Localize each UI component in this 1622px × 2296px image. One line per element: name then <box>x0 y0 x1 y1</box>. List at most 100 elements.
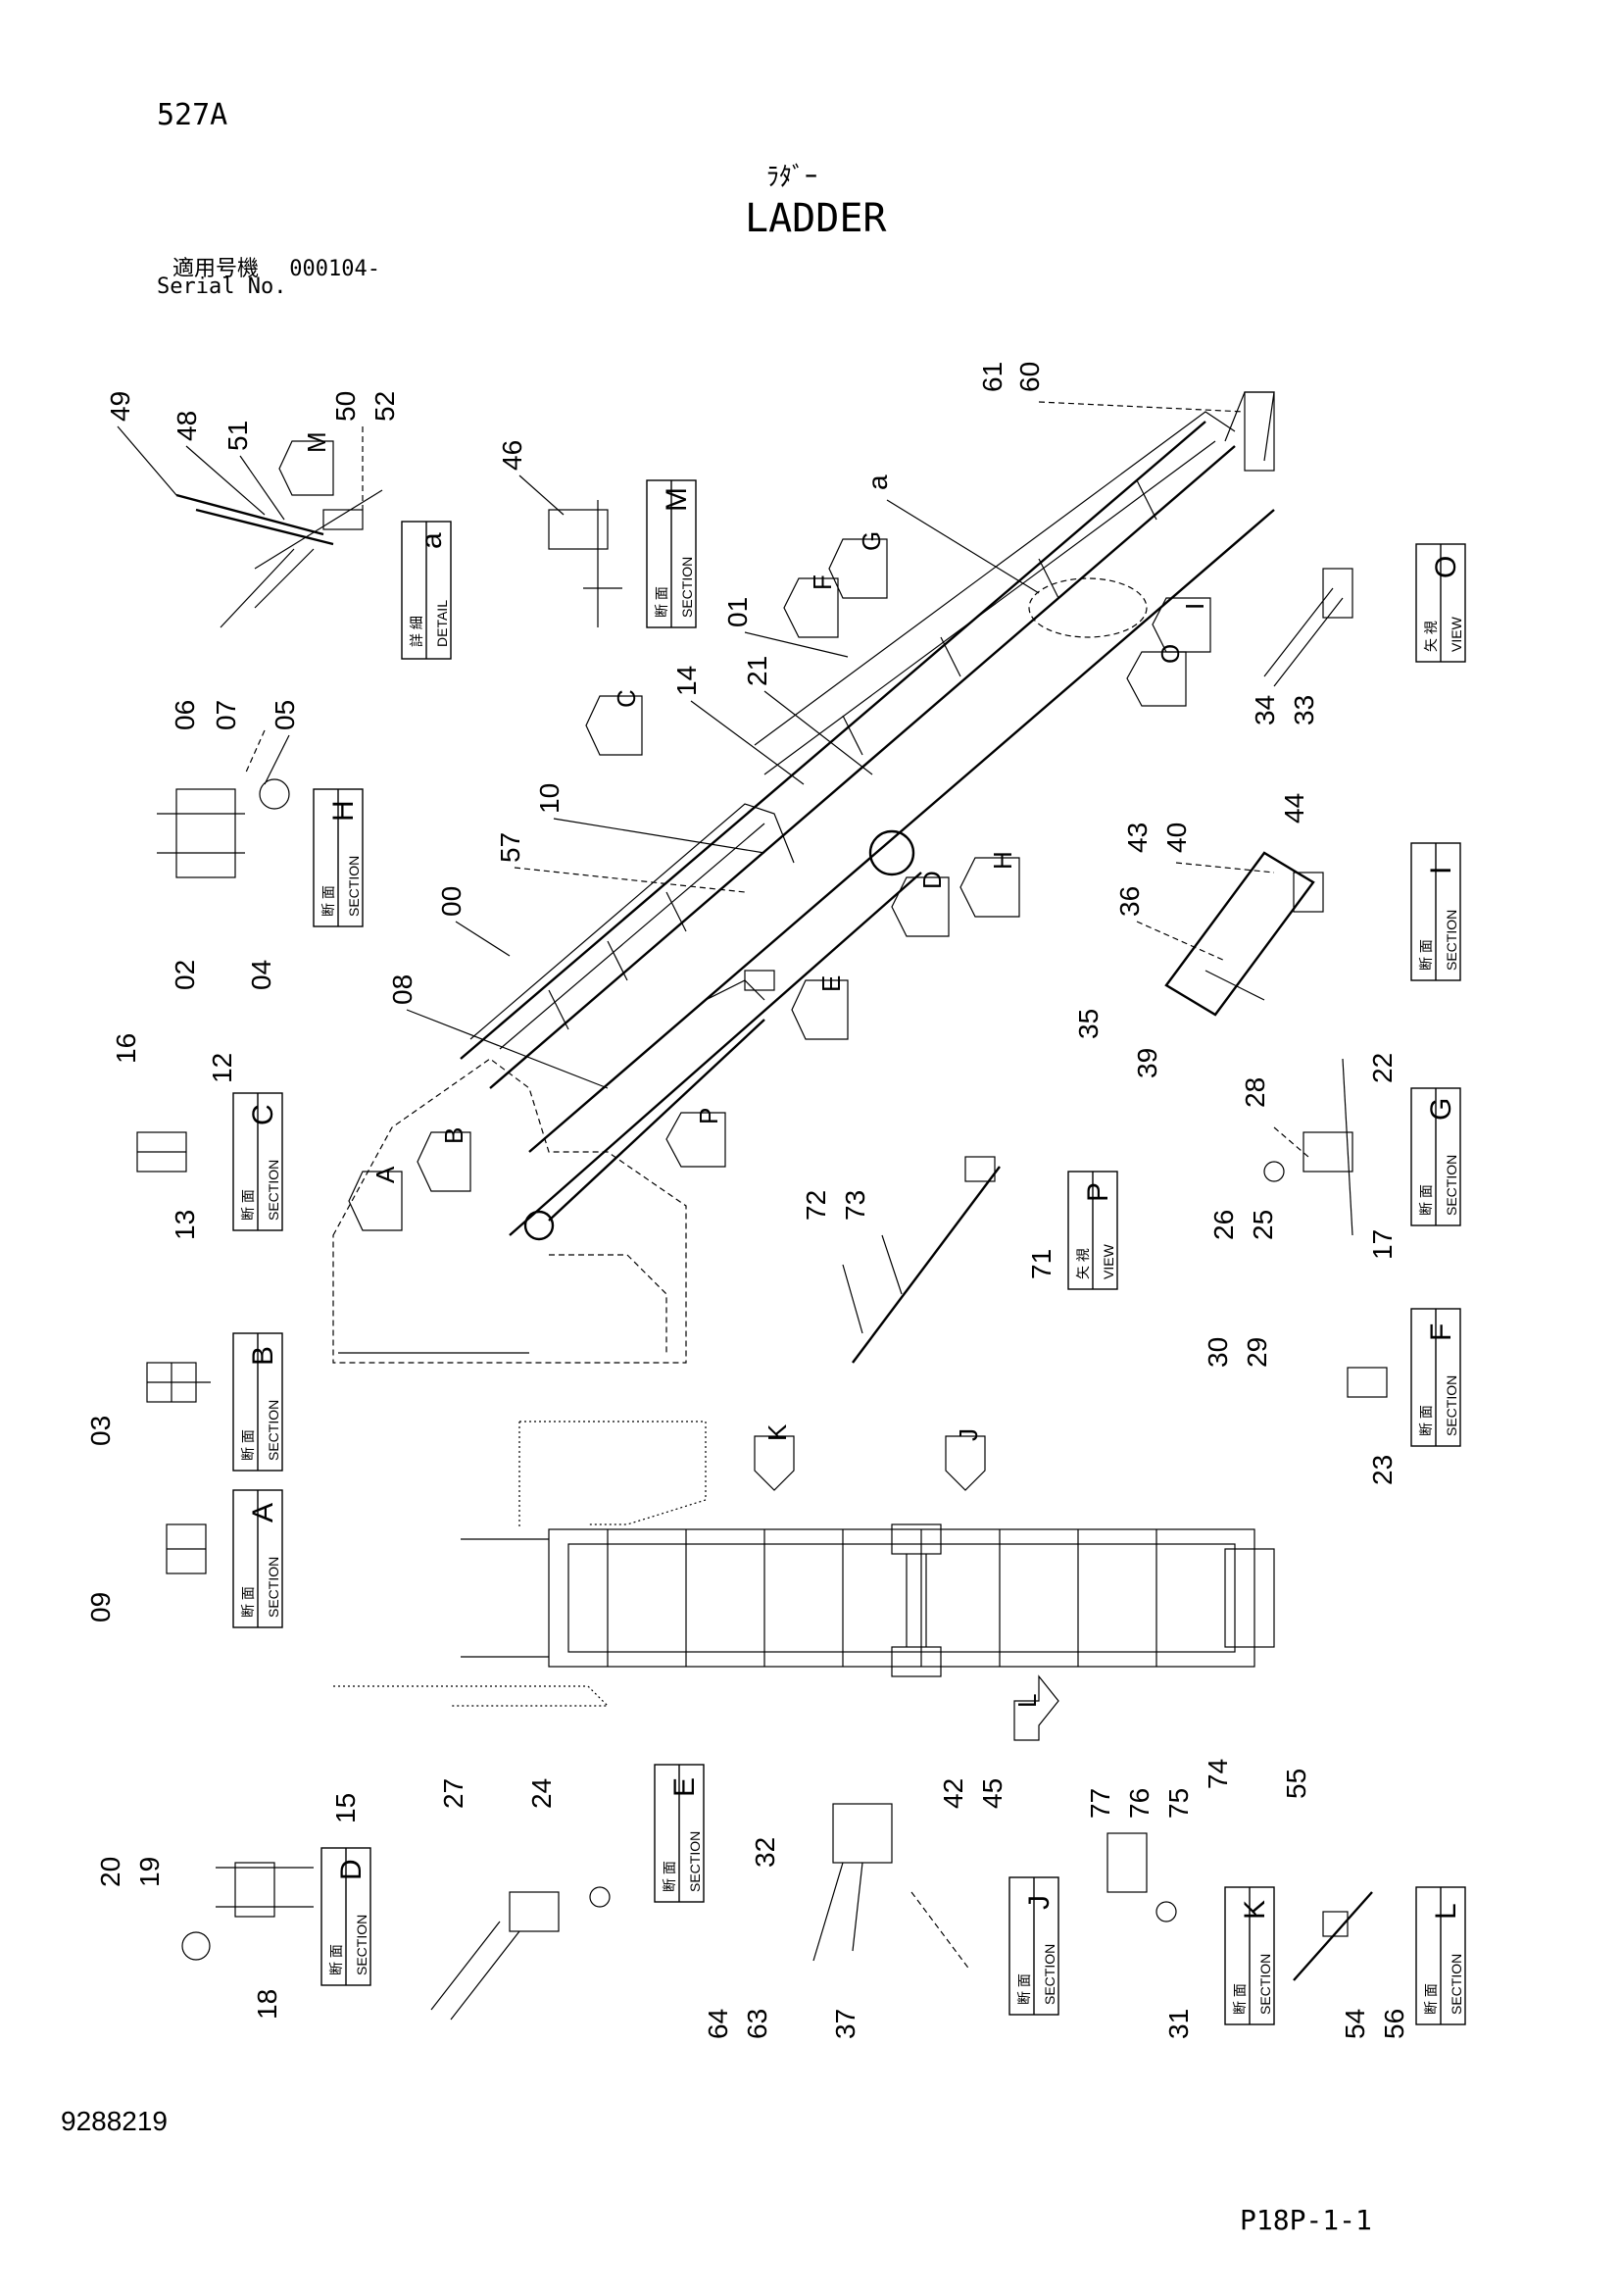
part-00: 00 <box>436 886 467 917</box>
document-code: 527A <box>157 98 228 132</box>
part-25a: 25 <box>1248 1210 1278 1240</box>
part-57: 57 <box>495 832 525 863</box>
view-box-section-e-letter: E <box>668 1777 701 1797</box>
part-32a: 32 <box>750 1837 780 1868</box>
section-f-sketch <box>1347 1367 1388 1398</box>
part-28: 28 <box>1240 1077 1270 1108</box>
part-60: 60 <box>1014 362 1045 392</box>
view-box-section-a-letter: A <box>247 1503 279 1522</box>
part-29: 29 <box>1242 1337 1272 1368</box>
arrow-k: K <box>754 1423 795 1491</box>
view-box-detail-a: a 詳 細 DETAIL <box>401 521 452 660</box>
arrow-e: E <box>791 975 849 1040</box>
part-42: 42 <box>938 1778 968 1809</box>
view-box-section-m-jp: 断 面 <box>654 586 669 618</box>
view-box-section-j: J 断 面 SECTION <box>1008 1876 1059 2016</box>
arrow-m: M <box>278 431 334 496</box>
view-box-section-l-letter: L <box>1430 1903 1462 1920</box>
section-i-sketch <box>1164 851 1324 1017</box>
part-40: 40 <box>1161 823 1192 853</box>
view-box-section-f: F 断 面 SECTION <box>1410 1308 1461 1447</box>
arrow-j-letter: J <box>954 1428 983 1441</box>
detail-a-leader <box>886 499 1040 594</box>
view-box-section-k-letter: K <box>1239 1900 1271 1920</box>
detail-sketch-a <box>175 489 383 628</box>
view-box-section-b-jp: 断 面 <box>240 1429 256 1461</box>
view-box-section-d: D 断 面 SECTION <box>320 1847 371 1986</box>
part-39: 39 <box>1132 1048 1162 1078</box>
view-box-section-c-en: SECTION <box>266 1160 281 1221</box>
part-51: 51 <box>222 421 253 451</box>
view-box-section-c-jp: 断 面 <box>240 1189 256 1221</box>
view-box-section-e-en: SECTION <box>687 1831 703 1892</box>
section-l-sketch <box>1293 1891 1373 1981</box>
serial-label-jp: 適用号機 000104- <box>172 251 380 282</box>
part-01: 01 <box>722 597 753 627</box>
view-box-section-g-en: SECTION <box>1444 1155 1459 1216</box>
arrow-a-letter: A <box>370 1166 400 1183</box>
arrow-k-letter: K <box>762 1423 792 1441</box>
part-75: 75 <box>1163 1788 1194 1819</box>
arrow-o-letter: O <box>1155 644 1185 664</box>
view-box-section-i-jp: 断 面 <box>1418 939 1434 971</box>
part-45: 45 <box>977 1778 1008 1809</box>
arrow-c-letter: C <box>612 689 641 708</box>
section-c-sketch <box>136 1131 187 1173</box>
arrow-h: H <box>959 851 1020 918</box>
view-box-section-h: H 断 面 SECTION <box>313 788 364 927</box>
part-08: 08 <box>387 974 418 1005</box>
detail-a-circle <box>1028 577 1148 638</box>
section-g-sketch <box>1263 1058 1353 1236</box>
view-box-view-p-en: VIEW <box>1101 1243 1116 1279</box>
arrow-p: P <box>665 1108 726 1168</box>
view-box-section-i-letter: I <box>1425 867 1457 874</box>
part-05: 05 <box>270 700 300 730</box>
view-box-section-h-en: SECTION <box>346 856 362 917</box>
view-box-section-i: I 断 面 SECTION <box>1410 842 1461 981</box>
section-e-sketch <box>430 1886 611 2021</box>
section-m-sketch <box>548 500 622 627</box>
title-japanese: ﾗﾀﾞｰ <box>766 163 818 192</box>
ladder-plan-view <box>333 1421 1275 1707</box>
serial-value: 000104- <box>289 257 380 281</box>
part-55: 55 <box>1281 1769 1311 1799</box>
view-box-section-h-letter: H <box>327 800 360 822</box>
view-p-sketch <box>842 1156 1001 1364</box>
view-box-detail-a-letter: a <box>416 532 448 549</box>
arrow-b: B <box>417 1127 471 1192</box>
footer-left-code: 9288219 <box>61 2106 169 2136</box>
view-box-view-o-jp: 矢 視 <box>1423 621 1439 652</box>
view-box-section-f-jp: 断 面 <box>1418 1405 1434 1436</box>
part-48: 48 <box>172 411 202 441</box>
part-49: 49 <box>105 391 135 422</box>
part-44: 44 <box>1279 793 1309 824</box>
view-box-detail-a-en: DETAIL <box>434 600 450 647</box>
footer-right-code: P18P-1-1 <box>1240 2204 1372 2236</box>
part-36: 36 <box>1114 886 1145 917</box>
section-j-sketch <box>812 1803 971 1972</box>
section-b-sketch <box>146 1362 211 1403</box>
section-h-sketch <box>157 778 290 878</box>
view-box-section-g-jp: 断 面 <box>1418 1184 1434 1216</box>
view-box-section-a-en: SECTION <box>266 1557 281 1618</box>
part-34: 34 <box>1250 695 1280 725</box>
view-box-section-m: M 断 面 SECTION <box>646 479 697 628</box>
part-56: 56 <box>1379 2009 1409 2039</box>
part-72a: 72 <box>801 1190 831 1221</box>
leader-lines <box>117 401 1309 1158</box>
view-box-view-p: P 矢 視 VIEW <box>1067 1171 1118 1290</box>
view-box-view-o: O 矢 視 VIEW <box>1415 543 1466 663</box>
arrow-b-letter: B <box>439 1127 468 1144</box>
view-box-section-i-en: SECTION <box>1444 910 1459 971</box>
view-box-view-p-letter: P <box>1082 1182 1114 1202</box>
part-04: 04 <box>246 960 276 990</box>
view-box-section-c: C 断 面 SECTION <box>232 1092 283 1231</box>
part-52: 52 <box>369 391 400 422</box>
part-46: 46 <box>497 440 527 471</box>
part-64: 64 <box>703 2009 733 2039</box>
part-63: 63 <box>742 2009 772 2039</box>
part-23: 23 <box>1367 1455 1398 1485</box>
part-24: 24 <box>526 1778 557 1809</box>
part-37: 37 <box>830 2009 860 2039</box>
view-box-section-l: L 断 面 SECTION <box>1415 1886 1466 2025</box>
